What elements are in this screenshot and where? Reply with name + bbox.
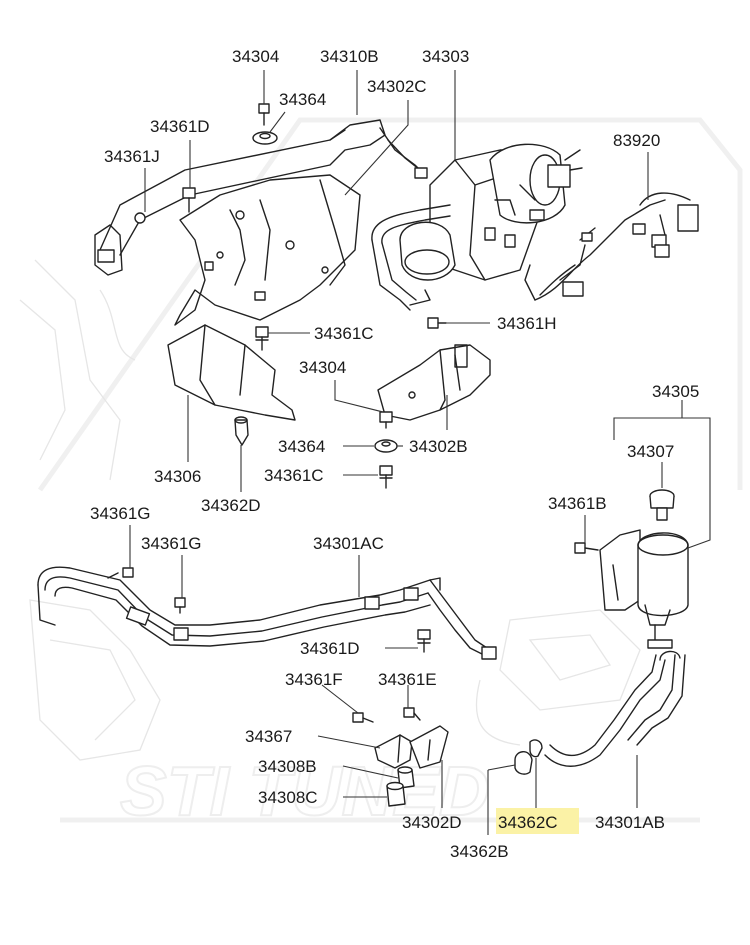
label-34302c[interactable]: 34302C <box>367 77 427 96</box>
harness-83920 <box>524 192 699 301</box>
label-34304-mid[interactable]: 34304 <box>299 358 346 377</box>
bolt-34361g-b <box>174 597 186 614</box>
cap-34307 <box>649 489 675 521</box>
reservoir-34305 <box>599 529 689 641</box>
pipe-34301ac <box>37 566 497 660</box>
label-34361c-low[interactable]: 34361C <box>264 466 324 485</box>
label-34361e[interactable]: 34361E <box>378 670 437 689</box>
bolt-34361h <box>427 317 447 329</box>
bracket-34367 <box>374 734 413 769</box>
pipe-34301ab <box>544 639 686 767</box>
label-34361b[interactable]: 34361B <box>548 494 607 513</box>
label-34361c-mid[interactable]: 34361C <box>314 324 374 343</box>
label-34361g-b[interactable]: 34361G <box>141 534 202 553</box>
label-34361g-a[interactable]: 34361G <box>90 504 151 523</box>
bracket-34302c <box>174 174 361 326</box>
bracket-34302b <box>377 344 491 421</box>
bolt-34361c-mid <box>255 326 269 351</box>
label-34301ac[interactable]: 34301AC <box>313 534 384 553</box>
leader-lines <box>129 70 711 835</box>
bolt-34361c-low <box>379 465 393 489</box>
label-34303[interactable]: 34303 <box>422 47 469 66</box>
bolt-34361b <box>574 542 599 554</box>
bolt-34304-top <box>258 103 270 126</box>
label-34308b[interactable]: 34308B <box>258 757 317 776</box>
bracket-34361j-clip <box>94 212 146 276</box>
label-34361f[interactable]: 34361F <box>285 670 343 689</box>
label-34305[interactable]: 34305 <box>652 382 699 401</box>
label-34308c[interactable]: 34308C <box>258 788 318 807</box>
label-34361d-top[interactable]: 34361D <box>150 117 210 136</box>
bolt-34361f <box>352 712 374 723</box>
bushing-34308c <box>386 781 406 807</box>
label-34361j[interactable]: 34361J <box>104 147 160 166</box>
label-34362c[interactable]: 34362C <box>498 813 558 832</box>
label-34307[interactable]: 34307 <box>627 442 674 461</box>
bolt-34361g-a <box>107 567 134 579</box>
label-34362d[interactable]: 34362D <box>201 496 261 515</box>
clip-34362b <box>514 751 533 775</box>
bolt-34304-mid <box>379 411 393 429</box>
washer-34364-top <box>252 131 278 145</box>
label-34367[interactable]: 34367 <box>245 727 292 746</box>
label-34361d-low[interactable]: 34361D <box>300 639 360 658</box>
label-34364-mid[interactable]: 34364 <box>278 437 325 456</box>
label-34302d[interactable]: 34302D <box>402 813 462 832</box>
label-34361h[interactable]: 34361H <box>497 314 557 333</box>
bracket-34302d <box>409 725 449 769</box>
bolt-34361d-low <box>417 629 431 653</box>
pump-34303 <box>371 143 583 311</box>
label-34301ab[interactable]: 34301AB <box>595 813 665 832</box>
label-34306[interactable]: 34306 <box>154 467 201 486</box>
bolt-34361e <box>403 707 421 721</box>
label-34364-top[interactable]: 34364 <box>279 90 326 109</box>
label-34302b[interactable]: 34302B <box>409 437 468 456</box>
clip-34362c <box>529 739 543 758</box>
label-34310b[interactable]: 34310B <box>320 47 379 66</box>
clip-34362d <box>234 416 249 446</box>
part-labels: 34304 34310B 34303 34364 34302C 34361D 3… <box>90 47 699 861</box>
label-34362b[interactable]: 34362B <box>450 842 509 861</box>
highlight-34362c <box>496 808 579 834</box>
cover-34306 <box>167 324 296 421</box>
label-83920[interactable]: 83920 <box>613 131 660 150</box>
washer-34364-mid <box>374 439 398 453</box>
label-34304-top[interactable]: 34304 <box>232 47 279 66</box>
bolt-34361d-top <box>182 187 196 213</box>
